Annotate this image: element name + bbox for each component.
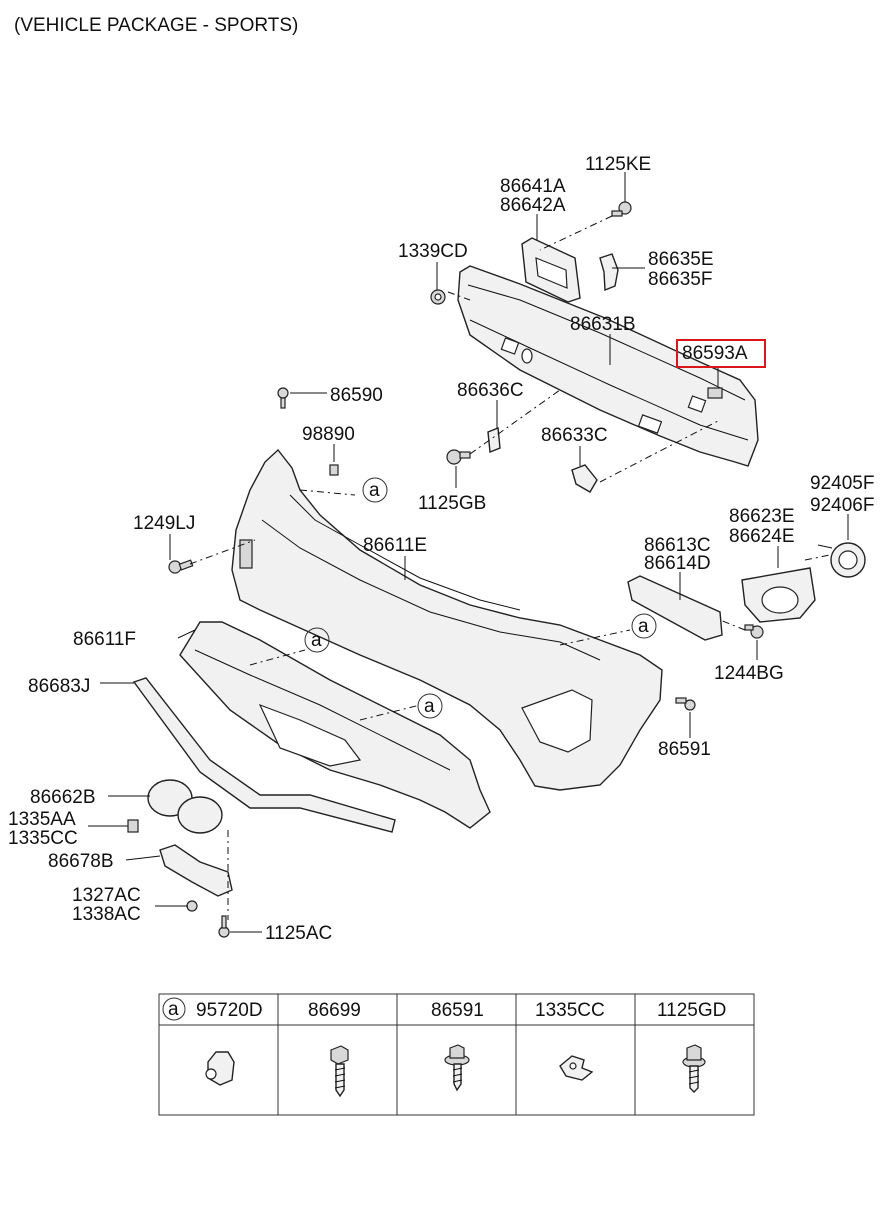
bracket-86636C <box>487 427 501 453</box>
nut-1335CC-icon <box>559 1055 594 1081</box>
label-86611F: 86611F <box>73 629 136 650</box>
label-1327AC: 1327AC <box>72 885 141 906</box>
callout-a-4: a <box>417 693 443 719</box>
label-1125GB: 1125GB <box>418 493 486 514</box>
diagram-title: (VEHICLE PACKAGE - SPORTS) <box>14 15 298 36</box>
label-86683J: 86683J <box>28 676 90 697</box>
table-header-1: 86699 <box>308 1000 361 1021</box>
screw-86591-icon <box>444 1044 470 1092</box>
screw-1244BG <box>744 624 764 639</box>
callout-a-1: a <box>362 477 388 503</box>
label-86613C: 86613C <box>644 535 711 556</box>
part-labels: 1125KE 86641A 86642A 1339CD 86635E 86635… <box>8 154 874 944</box>
label-1244BG: 1244BG <box>714 663 784 684</box>
bolt-1125GB <box>446 449 471 465</box>
svg-text:a: a <box>424 696 435 717</box>
assembly-dashed-lines <box>189 215 831 920</box>
label-86593A: 86593A <box>682 343 748 364</box>
clip-86593A <box>707 387 723 399</box>
bolt-1125GD-icon <box>682 1044 706 1093</box>
highlight-box-86593A <box>676 339 766 368</box>
label-86623E: 86623E <box>729 506 795 527</box>
fastener-table: a 95720D 86699 86591 1335CC 1125GD <box>158 993 755 1116</box>
label-86641A: 86641A <box>500 176 566 197</box>
label-86636C: 86636C <box>457 380 524 401</box>
label-86633C: 86633C <box>541 425 608 446</box>
label-1335CC: 1335CC <box>8 828 78 849</box>
table-header-4: 1125GD <box>657 1000 726 1021</box>
table-header-2: 86591 <box>431 1000 484 1021</box>
label-1338AC: 1338AC <box>72 904 141 925</box>
label-86590: 86590 <box>330 385 383 406</box>
bracket-86635E <box>599 253 619 292</box>
label-92405F: 92405F <box>810 473 874 494</box>
nut-1339CD <box>430 289 446 305</box>
table-header-callout: a <box>162 997 186 1021</box>
screw-86591 <box>675 697 696 711</box>
part-98890 <box>329 464 339 476</box>
label-86642A: 86642A <box>500 195 566 216</box>
screw-1249LJ <box>168 559 194 574</box>
label-86591: 86591 <box>658 739 711 760</box>
clip-1335AA <box>127 819 139 833</box>
garnish-86623E <box>741 567 816 623</box>
label-86678B: 86678B <box>48 851 114 872</box>
bracket-86678B <box>159 844 233 897</box>
screw-86699-icon <box>330 1045 349 1098</box>
bolt-86590 <box>277 387 289 409</box>
leader-lines <box>88 172 849 933</box>
label-1249LJ: 1249LJ <box>133 513 195 534</box>
label-86614D: 86614D <box>644 553 711 574</box>
svg-text:a: a <box>311 630 322 651</box>
label-1335AA: 1335AA <box>8 809 76 830</box>
callouts: a a a a <box>304 477 657 719</box>
lower-cover-86611F <box>179 621 491 829</box>
nut-1327AC <box>186 900 198 912</box>
label-86624E: 86624E <box>729 526 795 547</box>
label-98890: 98890 <box>302 424 355 445</box>
label-86635E: 86635E <box>648 249 714 270</box>
bracket-86613C <box>627 575 723 641</box>
bracket-86641A <box>521 237 581 303</box>
table-header-3: 1335CC <box>535 1000 605 1021</box>
fog-lamp-92405F <box>817 542 866 578</box>
strip-86683J <box>132 677 396 833</box>
screw-1125AC <box>218 915 230 938</box>
label-92406F: 92406F <box>810 495 874 516</box>
svg-text:a: a <box>369 480 380 501</box>
label-1339CD: 1339CD <box>398 241 468 262</box>
label-86635F: 86635F <box>648 269 712 290</box>
callout-a-3: a <box>631 613 657 639</box>
table-header-0: 95720D <box>196 1000 263 1021</box>
bracket-86633C <box>571 464 598 493</box>
clip-95720D-icon <box>205 1051 235 1086</box>
label-86662B: 86662B <box>30 787 96 808</box>
svg-text:a: a <box>168 999 179 1020</box>
callout-a-2: a <box>304 627 330 653</box>
bumper-cover-86611E <box>231 448 663 791</box>
svg-text:a: a <box>638 616 649 637</box>
label-86631B: 86631B <box>570 314 636 335</box>
bumper-beam-86631B <box>457 265 759 467</box>
label-1125KE: 1125KE <box>585 154 651 175</box>
label-1125AC: 1125AC <box>265 923 332 944</box>
lamp-86662B <box>147 779 223 834</box>
label-86611E: 86611E <box>363 535 427 556</box>
bolt-1125KE <box>611 201 632 217</box>
